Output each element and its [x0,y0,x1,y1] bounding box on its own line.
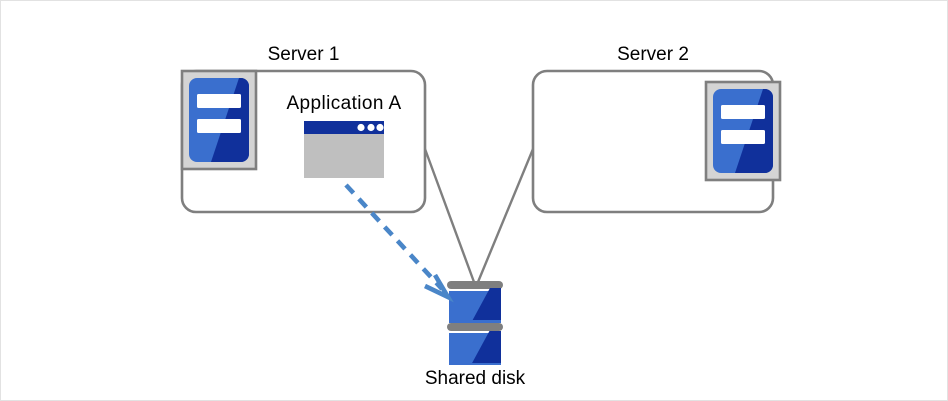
server1-label: Server 1 [267,44,340,65]
server-icon [180,69,258,171]
application-window-icon [304,121,384,178]
application-label: Application A [286,93,402,114]
server2-label: Server 2 [617,44,689,65]
connector-server2-to-disk [476,147,535,284]
disk-stack-icon [447,281,503,365]
application-to-disk-arrow [344,183,454,303]
connector-server1-to-disk [423,147,476,284]
server-icon [704,80,782,182]
shared-disk-label: Shared disk [424,368,526,389]
